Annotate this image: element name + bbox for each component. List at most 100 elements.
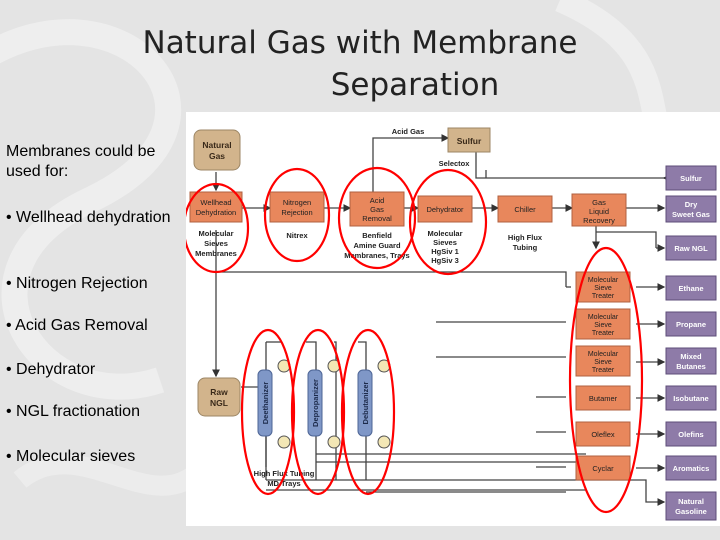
process-flow-diagram: Natural Gas Sulfur Raw NGL Wellhead Dehy… <box>182 112 720 526</box>
box-gas-liquid-line3: Recovery <box>583 216 615 225</box>
vessel-markers <box>277 359 391 449</box>
product-aromatics-label: Aromatics <box>673 464 710 473</box>
butamer-label: Butamer <box>589 394 618 403</box>
label-hgsiv-3: HgSiv 1 <box>431 247 459 256</box>
slide-title: Natural Gas with Membrane Separation <box>100 22 620 106</box>
label-hgsiv-4: HgSiv 3 <box>431 256 459 265</box>
box-gas-liquid-line1: Gas <box>592 198 606 207</box>
product-dry-sweet-gas: Dry Sweet Gas <box>665 195 717 223</box>
box-acid-gas-line1: Acid <box>370 196 385 205</box>
title-line-1: Natural Gas with Membrane <box>142 25 578 61</box>
product-ethane-label: Ethane <box>678 284 703 293</box>
mol-sieve-2-line1: Molecular <box>588 314 619 321</box>
box-natural-gas-line1: Natural <box>202 140 231 150</box>
box-wellhead-line2: Dehydration <box>196 208 236 217</box>
label-high-flux-md-2: MD Trays <box>267 479 300 488</box>
product-sulfur: Sulfur <box>665 165 717 191</box>
box-butamer: Butamer <box>575 385 631 411</box>
box-nitrogen-line2: Rejection <box>281 208 312 217</box>
box-cyclar: Cyclar <box>575 455 631 481</box>
product-mixed-line1: Mixed <box>680 352 702 361</box>
box-raw-ngl-line2: NGL <box>210 398 228 408</box>
mol-sieve-3-line3: Treater <box>592 367 615 374</box>
box-acid-gas-line2: Gas <box>370 205 384 214</box>
box-mol-sieve-2: Molecular Sieve Treater <box>575 308 631 340</box>
label-selectox: Selectox <box>439 159 471 168</box>
box-wellhead-line1: Wellhead <box>200 198 231 207</box>
box-dehydrator-label: Dehydrator <box>426 205 464 214</box>
mol-sieve-1-line1: Molecular <box>588 277 619 284</box>
product-natural-gasoline: Natural Gasoline <box>665 491 717 521</box>
bullet-acid-gas: • Acid Gas Removal <box>6 317 148 334</box>
oleflex-label: Oleflex <box>591 430 615 439</box>
bullet-dehydrator: • Dehydrator <box>6 361 96 378</box>
debutanizer-label: Debutanizer <box>361 381 370 424</box>
product-olefins: Olefins <box>665 421 717 447</box>
bullet-ngl: • NGL fractionation <box>6 403 140 420</box>
box-natural-gas: Natural Gas <box>193 129 241 171</box>
product-raw-ngl: Raw NGL <box>665 235 717 261</box>
box-raw-ngl-left: Raw NGL <box>197 377 241 417</box>
label-hgsiv-1: Molecular <box>427 229 462 238</box>
box-nitrogen: Nitrogen Rejection <box>269 191 325 223</box>
flow-svg: Natural Gas Sulfur Raw NGL Wellhead Dehy… <box>182 127 717 521</box>
box-chiller: Chiller <box>497 195 553 223</box>
box-nitrogen-line1: Nitrogen <box>283 198 311 207</box>
product-propane-label: Propane <box>676 320 706 329</box>
label-acid-gas: Acid Gas <box>392 127 425 136</box>
label-benfield-2: Amine Guard <box>353 241 401 250</box>
box-acid-gas-line3: Removal <box>362 214 392 223</box>
product-propane: Propane <box>665 311 717 337</box>
label-benfield-3: Membranes, Trays <box>344 251 409 260</box>
mol-sieve-3-line1: Molecular <box>588 351 619 358</box>
product-mixed-butanes: Mixed Butanes <box>665 347 717 375</box>
product-natural-line2: Gasoline <box>675 507 707 516</box>
label-nitrex: Nitrex <box>286 231 308 240</box>
product-natural-line1: Natural <box>678 497 704 506</box>
mol-sieve-1-line3: Treater <box>592 293 615 300</box>
column-debutanizer: Debutanizer <box>357 369 373 437</box>
column-deethanizer: Deethanizer <box>257 369 273 437</box>
mol-sieve-2-line2: Sieve <box>594 322 612 329</box>
mol-sieve-2-line3: Treater <box>592 330 615 337</box>
label-benfield-1: Benfield <box>362 231 392 240</box>
box-gas-liquid-line2: Liquid <box>589 207 609 216</box>
product-raw-ngl-label: Raw NGL <box>674 244 708 253</box>
product-isobutane-label: Isobutane <box>673 394 708 403</box>
box-dehydrator: Dehydrator <box>417 195 473 223</box>
product-mixed-line2: Butanes <box>676 362 706 371</box>
deethanizer-label: Deethanizer <box>261 382 270 425</box>
box-oleflex: Oleflex <box>575 421 631 447</box>
box-chiller-label: Chiller <box>514 205 536 214</box>
cyclar-label: Cyclar <box>592 464 614 473</box>
box-mol-sieve-3: Molecular Sieve Treater <box>575 345 631 377</box>
label-mol-sieves-2: Sieves <box>204 239 228 248</box>
mol-sieve-3-line2: Sieve <box>594 359 612 366</box>
box-sulfur-top: Sulfur <box>447 127 491 153</box>
red-annotation-circles <box>182 166 644 514</box>
box-wellhead: Wellhead Dehydration <box>189 191 243 223</box>
label-high-flux-1: High Flux <box>508 233 543 242</box>
box-gas-liquid-recovery: Gas Liquid Recovery <box>571 193 627 227</box>
box-natural-gas-line2: Gas <box>209 151 225 161</box>
product-olefins-label: Olefins <box>678 430 703 439</box>
label-high-flux-2: Tubing <box>513 243 538 252</box>
label-hgsiv-2: Sieves <box>433 238 457 247</box>
box-raw-ngl-line1: Raw <box>210 387 228 397</box>
box-acid-gas: Acid Gas Removal <box>349 191 405 227</box>
depropanizer-label: Depropanizer <box>311 379 320 427</box>
product-dry-line2: Sweet Gas <box>672 210 710 219</box>
bullet-nitrogen: • Nitrogen Rejection <box>6 275 148 292</box>
label-mol-sieves-1: Molecular <box>198 229 233 238</box>
product-isobutane: Isobutane <box>665 385 717 411</box>
mol-sieve-1-line2: Sieve <box>594 285 612 292</box>
product-aromatics: Aromatics <box>665 455 717 481</box>
title-line-2: Separation <box>330 67 500 103</box>
intro-text: Membranes could be used for: <box>6 143 156 180</box>
box-sulfur-top-label: Sulfur <box>457 136 482 146</box>
box-mol-sieve-1: Molecular Sieve Treater <box>575 271 631 303</box>
product-ethane: Ethane <box>665 275 717 301</box>
bullet-list: Membranes could be used for: • Wellhead … <box>6 142 186 465</box>
column-depropanizer: Depropanizer <box>307 369 323 437</box>
bullet-wellhead: • Wellhead dehydration <box>6 209 171 226</box>
